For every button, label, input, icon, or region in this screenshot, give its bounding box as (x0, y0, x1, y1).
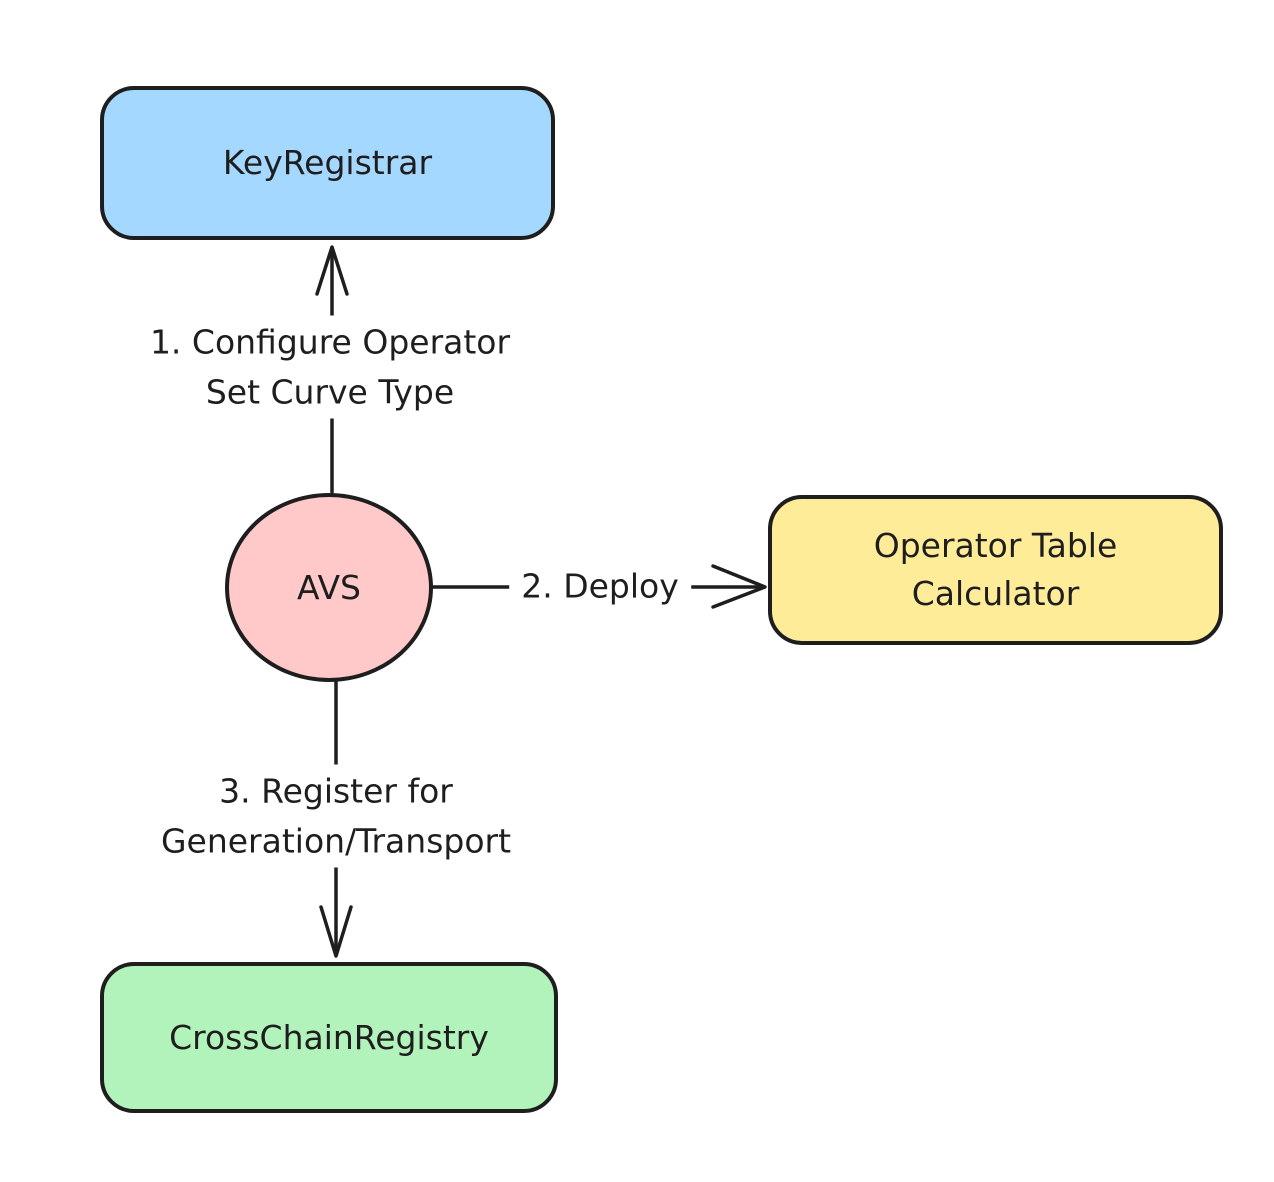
node-operator-table-calculator: Operator Table Calculator (768, 495, 1223, 645)
node-key-registrar: KeyRegistrar (100, 86, 555, 240)
edge-register-arrowhead (319, 905, 353, 958)
edge-label-deploy: 2. Deploy (509, 559, 691, 613)
edge-configure-arrowhead (315, 245, 349, 296)
edge-deploy-arrowhead (711, 564, 767, 609)
node-cross-chain-registry: CrossChainRegistry (100, 962, 558, 1113)
edge-label-configure-operator-set-curve-type: 1. Configure Operator Set Curve Type (137, 315, 523, 419)
node-avs: AVS (225, 493, 433, 682)
edge-label-register-generation-transport: 3. Register for Generation/Transport (148, 764, 524, 868)
